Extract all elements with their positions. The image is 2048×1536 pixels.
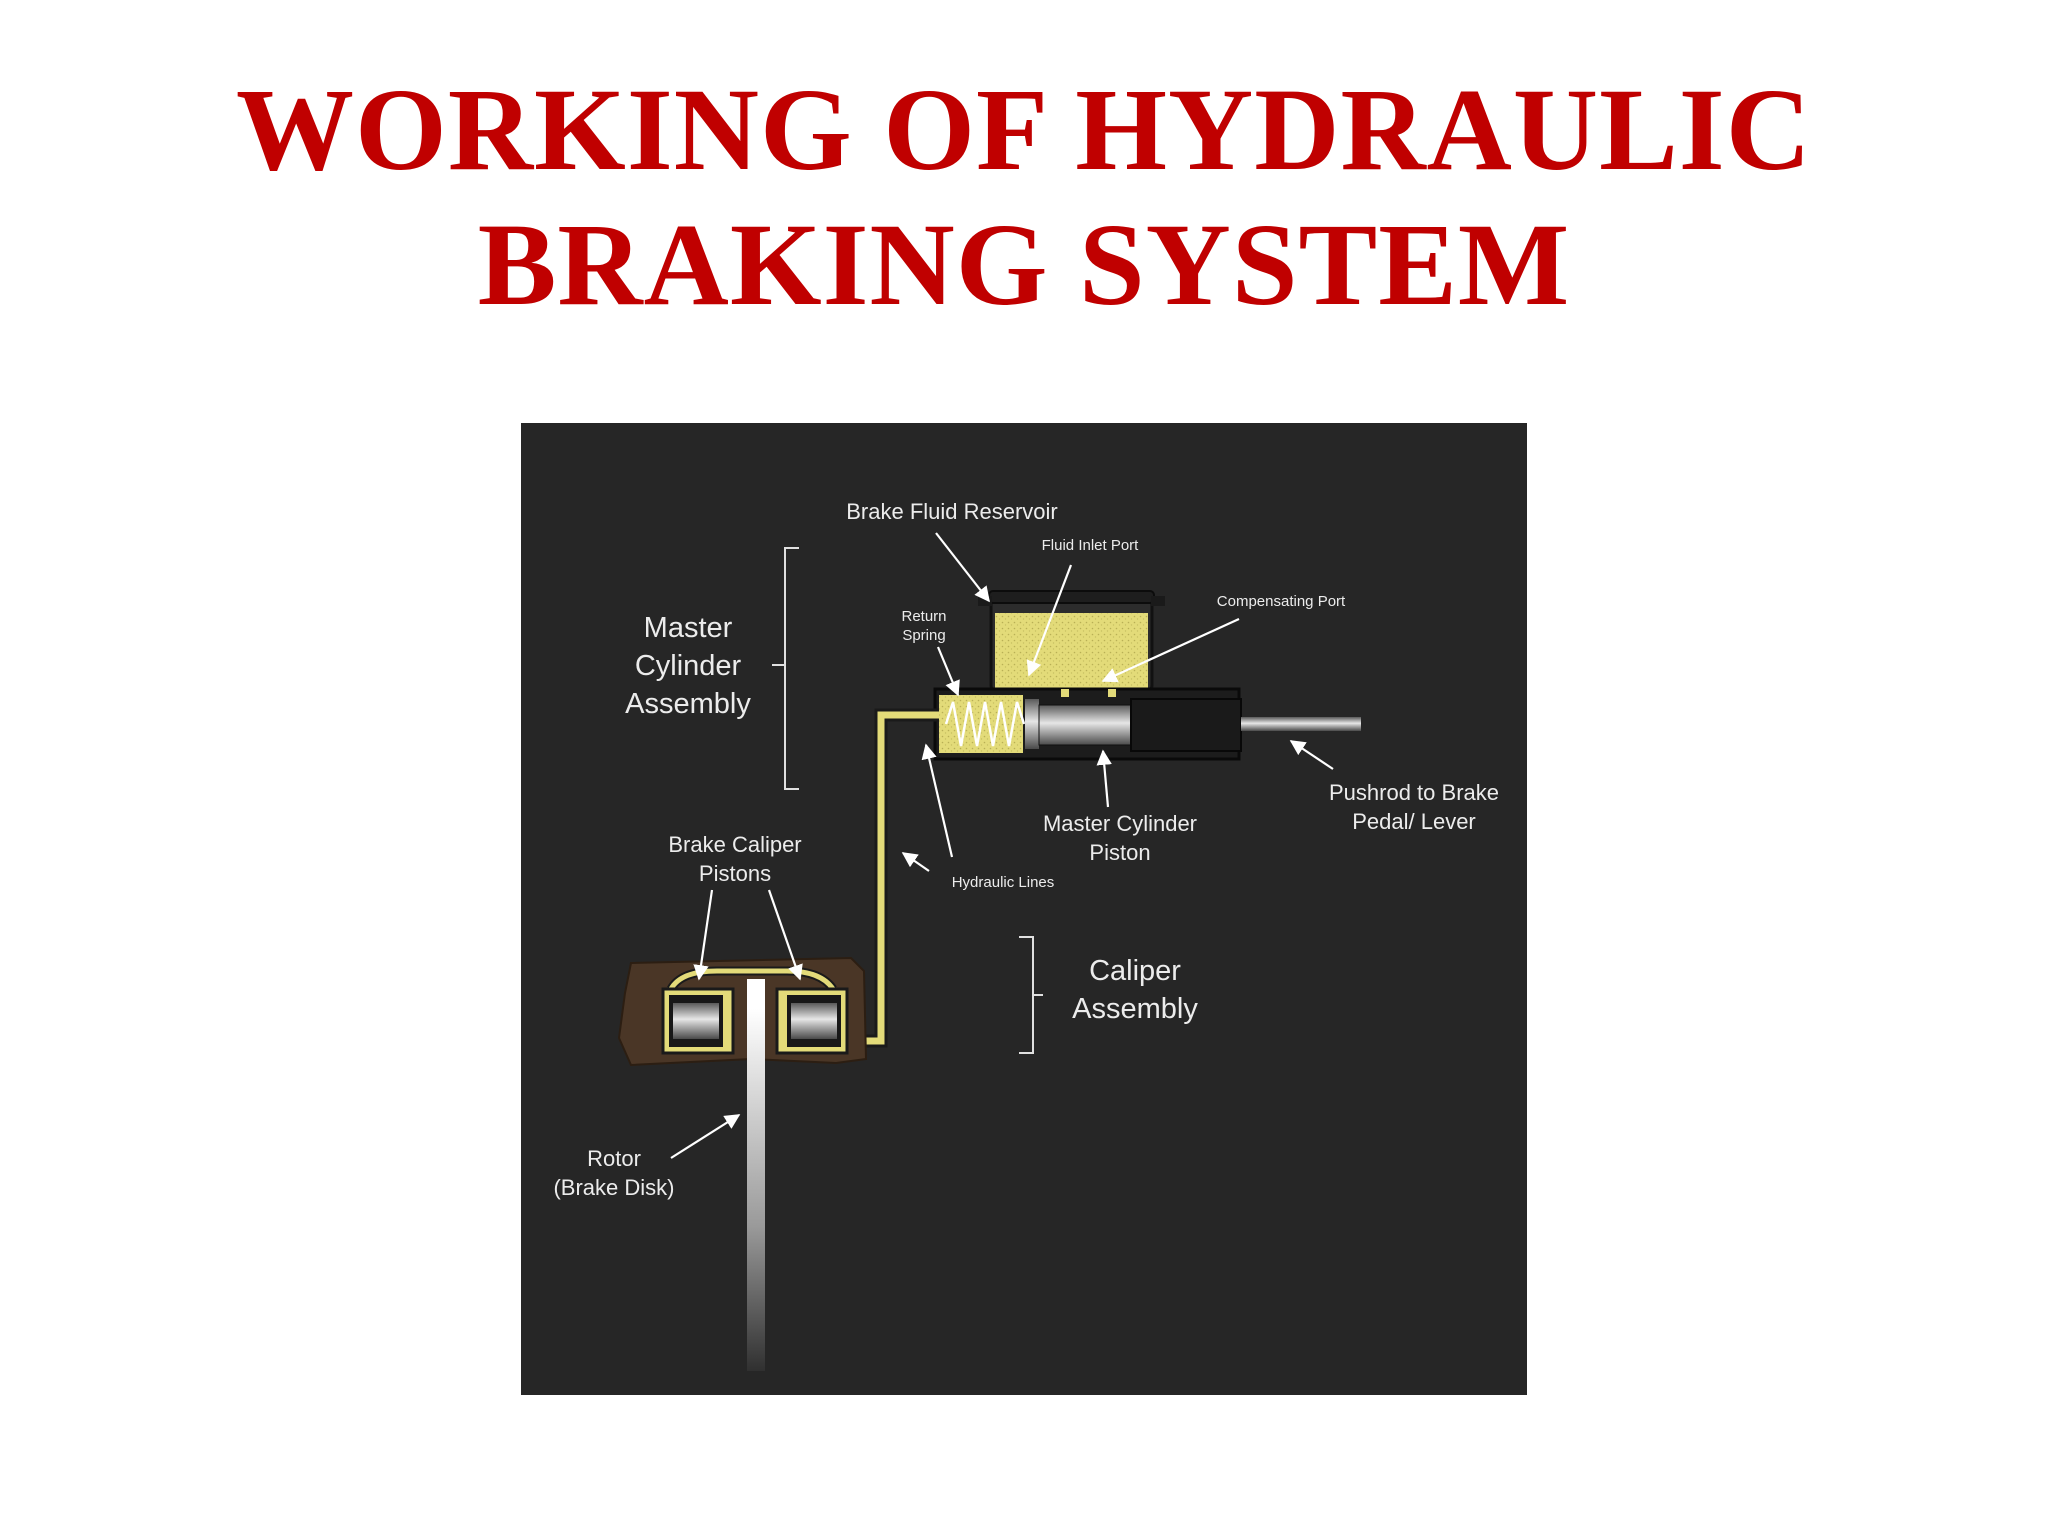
reservoir-arrow	[935, 532, 990, 603]
caliper-assembly-label-1: Caliper	[1089, 955, 1181, 987]
master-cylinder-label-2: Cylinder	[635, 650, 742, 682]
caliper-pistons-label-1: Brake Caliper	[668, 832, 801, 857]
return-spring	[944, 701, 1026, 747]
rotor-label-1: Rotor	[587, 1146, 641, 1171]
caliper-assembly-label-2: Assembly	[1072, 993, 1198, 1025]
hydraulic-line-arrow-1	[921, 743, 954, 858]
hydraulic-brake-diagram: Master Cylinder Assembly Brake Fluid Res…	[521, 423, 1527, 1395]
return-spring-label-1: Return	[901, 608, 946, 625]
diagram-canvas: Master Cylinder Assembly Brake Fluid Res…	[553, 499, 1499, 1371]
inlet-port-arrow	[1026, 564, 1073, 677]
master-cylinder-bracket	[772, 547, 799, 790]
master-cylinder	[933, 687, 1361, 761]
caliper-assembly-bracket	[1019, 936, 1043, 1054]
compensating-port-label: Compensating Port	[1217, 593, 1346, 610]
caliper	[617, 956, 868, 1067]
pushrod-label-1: Pushrod to Brake	[1329, 780, 1499, 805]
pushrod-label-2: Pedal/ Lever	[1352, 809, 1476, 834]
rotor-label-2: (Brake Disk)	[553, 1175, 674, 1200]
caliper-piston-arrow-left	[693, 889, 714, 981]
reservoir-label: Brake Fluid Reservoir	[846, 499, 1058, 524]
master-cylinder-piston	[1025, 699, 1039, 749]
master-piston-arrow	[1096, 749, 1112, 808]
master-cylinder-label-1: Master	[644, 612, 733, 644]
hydraulic-line-arrow-2	[901, 852, 930, 872]
return-spring-arrow	[936, 646, 960, 697]
master-cylinder-label-3: Assembly	[625, 688, 751, 720]
right-caliper-piston	[791, 1003, 837, 1039]
rotor	[747, 979, 765, 1371]
rotor-arrow	[670, 1114, 741, 1159]
caliper-piston-arrow-right	[767, 889, 803, 981]
compensating-port-arrow	[1101, 617, 1240, 683]
pointer-arrows	[670, 532, 1334, 1159]
title-line-2: BRAKING SYSTEM	[477, 199, 1571, 330]
return-spring-label-2: Spring	[902, 627, 945, 644]
inlet-port-label: Fluid Inlet Port	[1042, 537, 1140, 554]
title-line-1: WORKING OF HYDRAULIC	[236, 64, 1812, 195]
caliper-pistons-label-2: Pistons	[699, 861, 771, 886]
left-caliper-piston	[673, 1003, 719, 1039]
brake-fluid-reservoir	[978, 590, 1165, 695]
master-piston-label-1: Master Cylinder	[1043, 811, 1197, 836]
hydraulic-lines-label: Hydraulic Lines	[952, 874, 1055, 891]
slide-title: WORKING OF HYDRAULIC BRAKING SYSTEM	[0, 62, 2048, 332]
pushrod-arrow	[1289, 740, 1334, 770]
pushrod	[1241, 717, 1361, 731]
diagram-labels: Master Cylinder Assembly Brake Fluid Res…	[553, 499, 1499, 1200]
master-piston-label-2: Piston	[1089, 840, 1150, 865]
